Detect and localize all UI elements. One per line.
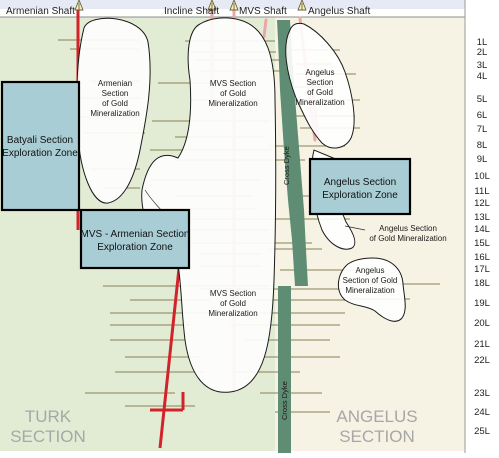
angelus-upper-mineralization-label: Section <box>307 78 334 87</box>
angelus-middle-mineralization-label: Angelus Section <box>379 224 437 233</box>
angelus-lower-mineralization-outline <box>337 257 406 322</box>
level-label: 4L <box>477 71 488 82</box>
batyali-zone-subtitle: Exploration Zone <box>2 148 78 159</box>
level-label: 25L <box>474 426 490 437</box>
level-label: 18L <box>474 278 490 289</box>
mvs-armenian-zone-subtitle: Exploration Zone <box>97 242 173 253</box>
level-label: 8L <box>477 140 488 151</box>
level-labels: 1L 2L 3L 4L 5L 6L 7L 8L 9L 10L 11L 12L 1… <box>474 37 490 437</box>
angelus-lower-mineralization-label: Mineralization <box>345 286 394 295</box>
level-label: 11L <box>474 186 489 197</box>
armenian-mineralization-label: Mineralization <box>90 109 139 118</box>
level-label: 10L <box>474 171 490 182</box>
batyali-exploration-zone <box>0 80 81 212</box>
mvs-armenian-exploration-zone <box>79 208 191 270</box>
cross-dyke-lower-label: Cross Dyke <box>280 381 289 420</box>
mvs-lower-mineralization-label: MVS Section <box>210 289 256 298</box>
headframe-icon <box>74 0 307 11</box>
level-label: 13L <box>474 212 490 223</box>
level-label: 6L <box>477 110 488 121</box>
angelus-exploration-zone <box>308 157 412 216</box>
mvs-lower-mineralization-label: Mineralization <box>208 309 257 318</box>
armenian-mineralization-label: Armenian <box>98 79 132 88</box>
level-label: 17L <box>474 264 490 275</box>
cross-dyke-upper <box>277 20 308 286</box>
angelus-upper-mineralization-outline <box>285 22 355 149</box>
angelus-section-label-line2: SECTION <box>339 427 415 446</box>
level-label: 2L <box>477 47 488 58</box>
angelus-lower-mineralization-label: Section of Gold <box>343 276 398 285</box>
mvs-mineralization-outline <box>141 17 277 393</box>
cross-dyke-lower <box>278 286 291 453</box>
angelus-middle-mineralization-label: of Gold Mineralization <box>369 234 446 243</box>
mvs-lower-mineralization-label: of Gold <box>220 299 246 308</box>
level-label: 14L <box>474 224 490 235</box>
angelus-upper-mineralization-label: of Gold <box>307 88 333 97</box>
level-label: 7L <box>477 124 488 135</box>
mvs-upper-mineralization-label: of Gold <box>220 89 246 98</box>
angelus-lower-mineralization-label: Angelus <box>356 266 385 275</box>
mineralization-zones <box>76 17 406 393</box>
level-label: 16L <box>474 252 490 263</box>
mvs-upper-mineralization-label: Mineralization <box>208 99 257 108</box>
cross-dyke-upper-label: Cross Dyke <box>282 146 291 185</box>
angelus-upper-mineralization-label: Angelus <box>306 68 335 77</box>
batyali-zone-title: Batyali Section <box>7 135 73 146</box>
armenian-mineralization-label: Section <box>102 89 129 98</box>
armenian-shaft-label: Armenian Shaft <box>6 6 75 17</box>
turk-section-label-line2: SECTION <box>10 427 86 446</box>
mvs-shaft-label: MVS Shaft <box>239 6 287 17</box>
level-label: 12L <box>474 198 490 209</box>
level-label: 24L <box>474 407 490 418</box>
angelus-shaft-label: Angelus Shaft <box>308 6 370 17</box>
mvs-upper-mineralization-label: MVS Section <box>210 79 256 88</box>
level-label: 5L <box>477 94 488 105</box>
level-label: 22L <box>474 355 490 366</box>
level-label: 23L <box>474 388 490 399</box>
level-label: 9L <box>477 154 488 165</box>
level-label: 3L <box>477 60 488 71</box>
armenian-mineralization-label: of Gold <box>102 99 128 108</box>
incline-shaft-label: Incline Shaft <box>164 6 219 17</box>
turk-section-label-line1: TURK <box>25 407 72 426</box>
angelus-upper-mineralization-label: Mineralization <box>295 98 344 107</box>
level-label: 1L <box>477 37 488 48</box>
angelus-section-label-line1: ANGELUS <box>336 407 417 426</box>
mvs-armenian-zone-title: MVS - Armenian Section <box>81 229 190 240</box>
level-label: 20L <box>474 318 490 329</box>
level-label: 21L <box>474 339 490 350</box>
angelus-zone-title: Angelus Section <box>324 177 396 188</box>
level-label: 19L <box>474 298 490 309</box>
level-label: 15L <box>474 238 490 249</box>
angelus-zone-subtitle: Exploration Zone <box>322 190 398 201</box>
